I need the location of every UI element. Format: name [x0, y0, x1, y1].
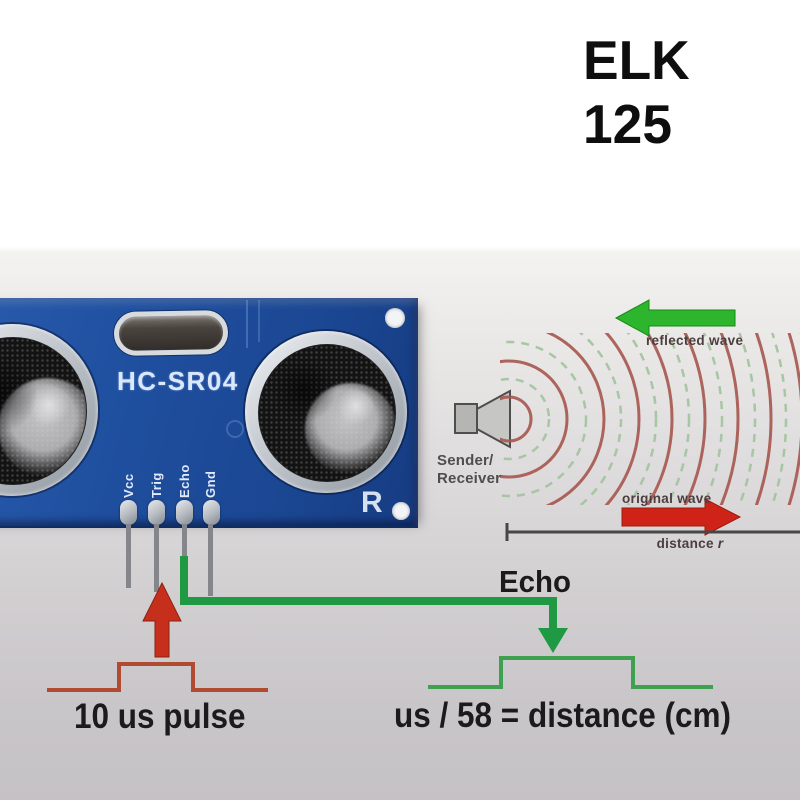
board-model-label: HC-SR04 [117, 366, 239, 396]
page-title: ELK 125 [583, 29, 690, 155]
sender-label-line2: Receiver [437, 470, 502, 487]
mesh-shadow [271, 357, 337, 423]
echo-wire-arrowhead [538, 628, 568, 653]
echo-pulse [428, 656, 713, 689]
trig-pulse [47, 662, 268, 692]
pcb-trace [246, 300, 248, 348]
reflected-wave-arrow [614, 299, 736, 337]
transducer-mesh [258, 344, 396, 482]
trig-pulse-caption: 10 us pulse [74, 697, 246, 736]
distance-variable: r [717, 536, 724, 551]
mesh-highlight [337, 387, 375, 425]
right-ultrasonic-transducer [245, 331, 407, 493]
sender-label-line1: Sender/ [437, 452, 494, 469]
distance-word: distance [656, 536, 718, 551]
trig-arrow [142, 581, 182, 658]
reflected-wave-label: reflected wave [646, 333, 744, 348]
left-ultrasonic-transducer [0, 324, 98, 496]
pin-label-trig: Trig [149, 472, 164, 498]
solder-pad-vcc [120, 500, 137, 525]
solder-pad-echo [176, 500, 193, 525]
sound-arcs-red [604, 333, 641, 505]
pin-label-echo: Echo [177, 464, 192, 498]
original-wave-label: original wave [622, 491, 712, 506]
speaker-body [454, 403, 478, 434]
board-corner-mark: R [361, 486, 383, 519]
echo-signal-label: Echo [499, 564, 572, 599]
pin-label-gnd: Gnd [203, 470, 218, 499]
pin-label-vcc: Vcc [121, 473, 136, 498]
sender-receiver-label: Sender/ Receiver [437, 452, 517, 488]
echo-wire [180, 556, 557, 630]
mounting-hole-bottom-right [392, 502, 410, 520]
transducer-mesh [0, 337, 87, 485]
crystal-oscillator [113, 310, 229, 356]
sound-arcs-red [500, 395, 533, 443]
sound-arcs-green [500, 377, 551, 461]
mounting-hole-top-right [385, 308, 405, 328]
solder-pad-gnd [203, 500, 220, 525]
pcb-trace [258, 300, 260, 342]
speaker-cone [476, 389, 511, 449]
distance-label: distance r [630, 536, 750, 551]
solder-pad-trig [148, 500, 165, 525]
pcb-trace [226, 420, 244, 438]
echo-formula-caption: us / 58 = distance (cm) [394, 696, 732, 735]
sound-arcs-green [578, 333, 623, 505]
